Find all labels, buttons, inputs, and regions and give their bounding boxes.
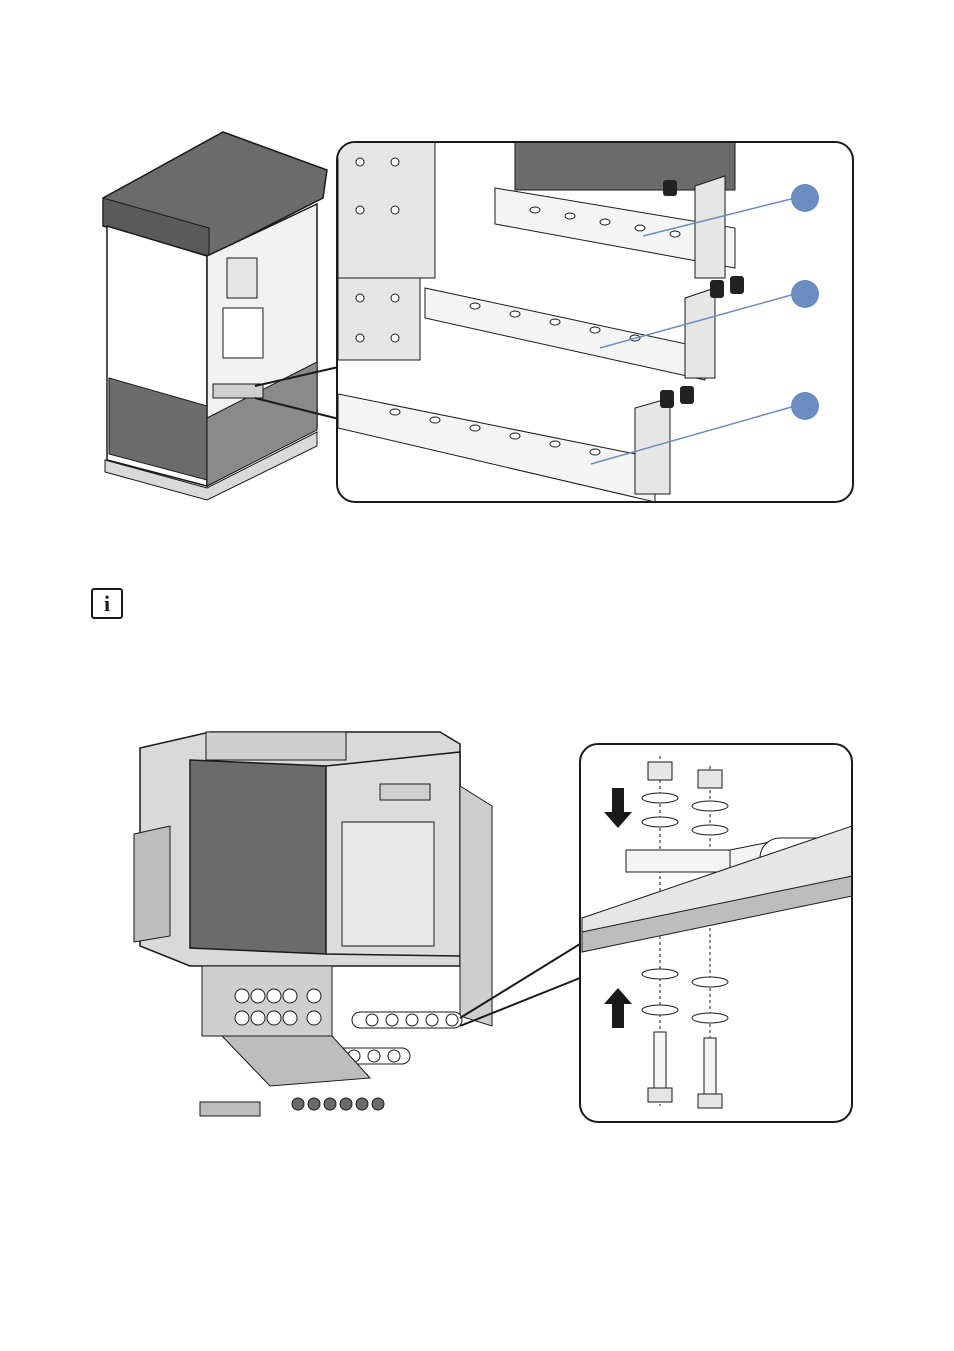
breaker-label-area: [341, 821, 435, 947]
bracket-1: [694, 175, 726, 279]
bolt-right-shaft: [703, 1037, 717, 1095]
breaker-illustration: [133, 731, 853, 1123]
callout-3: [791, 392, 819, 420]
bolt-right-head: [697, 1093, 723, 1109]
busbar-edge: [581, 875, 851, 953]
bolt-left-shaft: [653, 1031, 667, 1089]
mounting-plate-lower: [338, 277, 421, 361]
breaker-front-cover: [189, 759, 327, 955]
arrow-up-icon: [604, 988, 632, 1028]
zoom-line-bottom: [254, 397, 344, 421]
callout-leader-2: [599, 293, 796, 349]
control-module: [226, 257, 258, 299]
figure-bolt-assembly: [130, 726, 858, 1130]
busbar-detail: [338, 143, 744, 501]
mounting-plate-upper: [338, 143, 436, 279]
busbar-lower: [220, 1035, 372, 1087]
cable-lug-plate: [625, 849, 731, 873]
cable-lugs-row-1: [351, 1011, 463, 1029]
zoom-line-top-2: [459, 943, 581, 1019]
busbar-2: [424, 287, 706, 381]
callout-leader-1: [642, 197, 796, 237]
bolt-detail: [581, 756, 851, 1109]
busbar-area: [212, 383, 264, 399]
rear-plate: [459, 785, 493, 1027]
arrow-down-icon: [604, 788, 632, 828]
cable-lugs-row-3: [199, 1097, 385, 1117]
zoom-line-top: [254, 365, 344, 387]
breaker-top-block: [205, 731, 347, 761]
callout-leader-3: [590, 405, 796, 465]
breaker-module: [222, 307, 264, 359]
busbar-1: [494, 187, 736, 269]
terminal-bolts: [660, 180, 744, 408]
side-bracket: [133, 825, 171, 943]
callout-2: [791, 280, 819, 308]
busbar-3: [338, 393, 656, 501]
bolt-left-head: [647, 1087, 673, 1103]
breaker-underside: [514, 143, 736, 191]
nut-left: [647, 761, 673, 781]
callout-1: [791, 184, 819, 212]
washers-bottom: [641, 968, 729, 1024]
breaker-handle: [379, 783, 431, 801]
info-glyph: i: [103, 591, 111, 616]
info-icon: i: [91, 588, 123, 619]
terminal-lugs-upper: [234, 988, 322, 1026]
cabinet-base: [104, 431, 318, 501]
bracket-2: [684, 287, 716, 379]
washers-top: [641, 792, 729, 836]
figure-cabinet-busbars: [95, 128, 865, 508]
nut-right: [697, 769, 723, 789]
zoom-line-bottom-2: [459, 977, 581, 1027]
cabinet-illustration: [102, 131, 854, 503]
